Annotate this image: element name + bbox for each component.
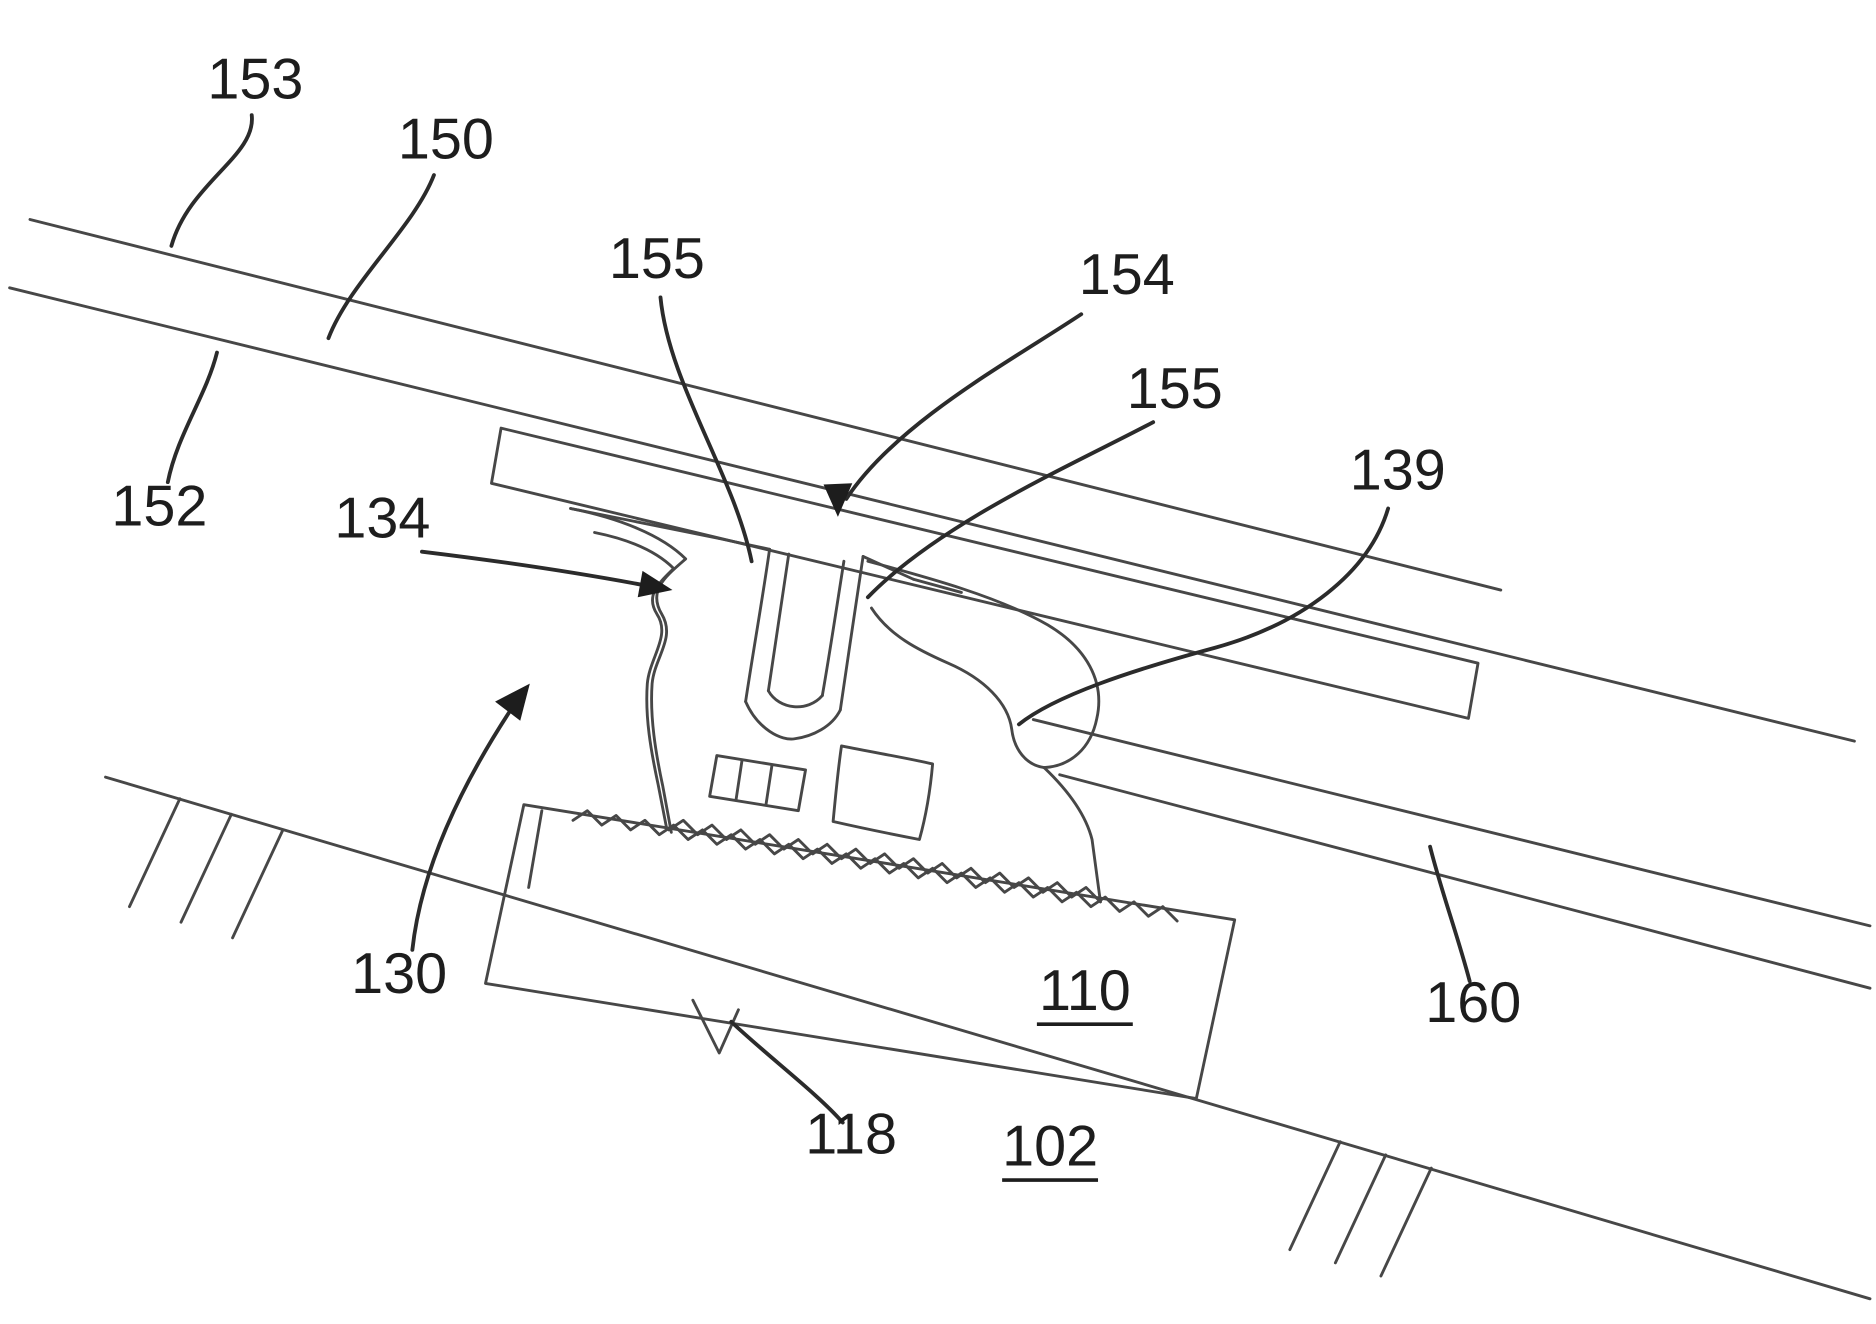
- rail-left-end-face: [527, 809, 544, 889]
- clamp-stem-right-wall-inner: [820, 559, 846, 698]
- roof-hatch-left-1: [128, 797, 182, 909]
- clamp-slot-bottom-inner: [766, 689, 824, 709]
- clamp-base-window-tick-1: [734, 758, 744, 802]
- sheet-160-lower-line: [1058, 773, 1872, 990]
- roof-hatch-left-2: [179, 812, 233, 924]
- leader-160: [1428, 844, 1472, 983]
- leader-134: [420, 549, 659, 590]
- ref-label-154: 154: [1079, 243, 1175, 307]
- ref-label-155-left: 155: [609, 227, 705, 291]
- leader-130: [410, 693, 523, 952]
- panel-top-surface-line: [28, 218, 1503, 592]
- ref-label-130: 130: [351, 942, 447, 1006]
- clamp-stem-right-wall-outer: [838, 555, 865, 712]
- clamp-slot-bottom-outer: [744, 700, 842, 741]
- leader-155a: [658, 295, 754, 564]
- roof-surface-line: [104, 775, 1872, 1301]
- clamp-base-right-side: [1042, 766, 1102, 904]
- ref-label-134: 134: [334, 486, 430, 550]
- roof-hatch-left-3: [231, 828, 285, 940]
- leader-152: [165, 350, 219, 485]
- ref-label-153: 153: [207, 47, 303, 111]
- clamp-stem-left-lip: [717, 537, 772, 551]
- clamp-base-window-tick-2: [764, 763, 774, 807]
- roof-hatch-right-3: [1379, 1166, 1433, 1278]
- clamp-top-plate-right: [911, 577, 963, 594]
- ref-label-118: 118: [805, 1103, 897, 1167]
- panel-bottom-surface-line: [8, 286, 1856, 743]
- clamp-stem-left-wall-outer: [744, 547, 772, 704]
- leader-150: [326, 173, 436, 341]
- rail-slab: [484, 803, 1237, 1100]
- roof-hatch-right-1: [1288, 1140, 1342, 1252]
- arrowhead-154: [823, 483, 853, 517]
- clamp-base-cavity: [831, 744, 935, 841]
- roof-hatch-right-2: [1333, 1153, 1388, 1265]
- clamp-right-wing-outer: [866, 559, 1101, 769]
- clamp-base-window: [708, 754, 807, 813]
- ref-label-150: 150: [398, 107, 494, 171]
- arrowheads: [495, 483, 853, 721]
- ref-label-102: 102: [1002, 1115, 1098, 1179]
- screw-point: [691, 998, 740, 1055]
- ref-label-152: 152: [111, 474, 207, 538]
- drawing-layer: [8, 218, 1872, 1301]
- sheet-160-upper-line: [1031, 718, 1872, 928]
- clamp-left-wing-outer: [569, 507, 688, 834]
- leader-118: [729, 1019, 845, 1125]
- clamp-stem-left-wall-inner: [766, 552, 791, 693]
- clamp-top-plate-left: [569, 507, 721, 540]
- ref-label-139: 139: [1350, 438, 1446, 502]
- leader-155b: [865, 420, 1156, 600]
- ref-label-155-right: 155: [1127, 357, 1223, 421]
- arrowhead-130: [495, 683, 530, 721]
- ref-label-110: 110: [1039, 959, 1131, 1023]
- leader-153: [169, 113, 254, 248]
- leader-139: [1016, 506, 1391, 727]
- ref-label-160: 160: [1425, 971, 1521, 1035]
- clamp-right-wing-hook-inner: [870, 606, 1046, 769]
- arrowhead-134: [637, 570, 673, 598]
- clamp-left-wing-inner: [593, 531, 676, 829]
- leader-lines: [165, 113, 1472, 1125]
- leader-154: [844, 312, 1084, 501]
- reference-labels: 153 150 155 154 155 139 152 134 130 110 …: [111, 47, 1521, 1182]
- frame-flange-bar: [490, 426, 1480, 720]
- clamp-base-serration: [667, 818, 1102, 904]
